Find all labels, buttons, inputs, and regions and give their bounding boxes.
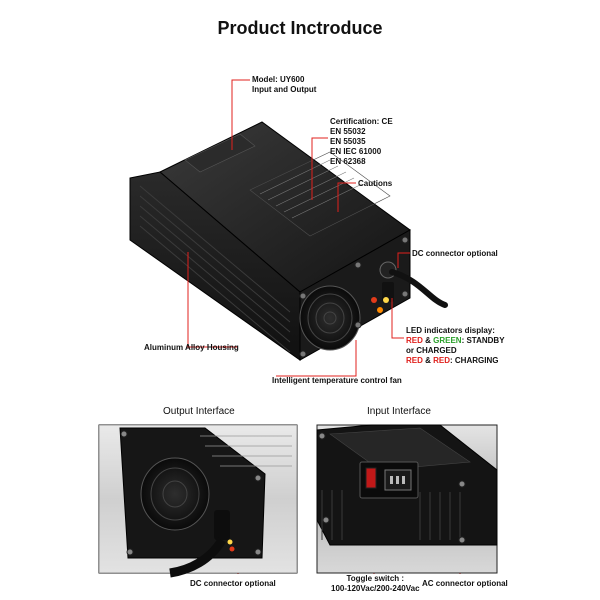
callout-output-dc: DC connector optional xyxy=(190,579,276,588)
callout-dc-connector: DC connector optional xyxy=(412,249,498,258)
cert-title: Certification: CE xyxy=(330,117,393,126)
led-charging: : CHARGING xyxy=(450,356,499,365)
model-label: Model: UY600 xyxy=(252,75,305,84)
cert-item: EN 55032 xyxy=(330,127,366,136)
io-label: Input and Output xyxy=(252,85,317,94)
output-interface-title: Output Interface xyxy=(163,406,235,417)
callout-toggle-switch: Toggle switch : 100-120Vac/200-240Vac xyxy=(331,574,420,594)
output-panel-art xyxy=(98,424,298,578)
callout-housing: Aluminum Alloy Housing xyxy=(144,343,239,352)
led-red-word: RED xyxy=(406,356,423,365)
callout-model: Model: UY600 Input and Output xyxy=(252,75,316,95)
led-amp: & xyxy=(422,336,434,345)
cert-item: EN 62368 xyxy=(330,157,366,166)
led-standby-line: RED & GREEN: STANDBY xyxy=(406,336,505,346)
input-interface-title: Input Interface xyxy=(367,406,431,417)
led-title: LED indicators display: xyxy=(406,326,495,335)
page-title: Product Inctroduce xyxy=(217,18,383,38)
led-red-word: RED xyxy=(433,356,451,365)
cert-item: EN 55035 xyxy=(330,137,366,146)
toggle-voltages: 100-120Vac/200-240Vac xyxy=(331,584,420,593)
led-green-word: GREEN xyxy=(433,336,462,345)
input-panel-art xyxy=(316,424,498,574)
led-red-word: RED xyxy=(406,336,423,345)
led-charging-line: RED & RED: CHARGING xyxy=(406,356,505,366)
callout-led: LED indicators display: RED & GREEN: STA… xyxy=(406,326,505,366)
led-charged: or CHARGED xyxy=(406,346,457,355)
callout-cautions: Cautions xyxy=(358,179,393,188)
callout-ac-connector: AC connector optional xyxy=(422,579,508,588)
cert-item: EN IEC 61000 xyxy=(330,147,382,156)
callout-fan: Intelligent temperature control fan xyxy=(272,376,402,385)
led-standby: : STANDBY xyxy=(461,336,505,345)
callout-certification: Certification: CE EN 55032 EN 55035 EN I… xyxy=(330,117,393,167)
led-amp: & xyxy=(422,356,434,365)
charger-main xyxy=(129,121,448,361)
toggle-label: Toggle switch : xyxy=(346,574,405,583)
